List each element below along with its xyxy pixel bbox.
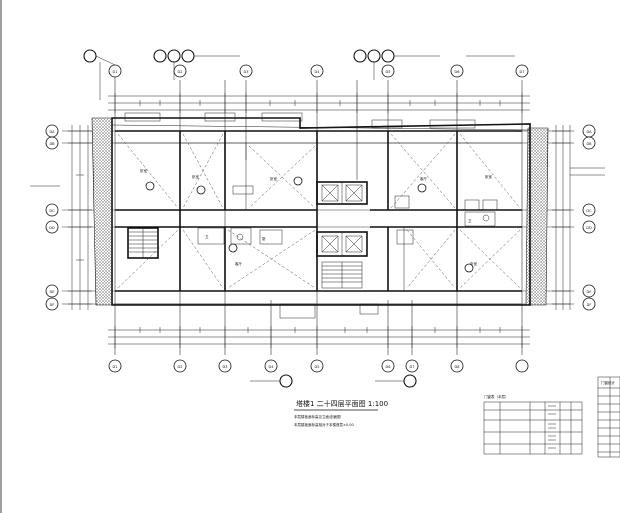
room-label: 客厅 <box>235 261 242 266</box>
drawing-note-1: 本层楼板面标高见立面/剖面图 <box>294 414 341 419</box>
left-axis-bubbles: DA DB DC DD DE DF <box>30 124 60 311</box>
bottom-dimension-lines <box>108 326 530 348</box>
bottom-axis-bubbles: D1 D2 D3 D4 D5 D6 D7 D8 <box>108 359 529 388</box>
axis-label: D6 <box>455 70 460 74</box>
axis-bubble-top <box>381 64 395 78</box>
right-table-title: 门窗统计 <box>601 380 615 385</box>
axis-label: DF <box>50 303 55 307</box>
axis-label: DF <box>587 303 592 307</box>
detail-bubble <box>181 49 195 63</box>
right-edge-table: 门窗统计 <box>597 376 620 458</box>
detail-bubble <box>167 49 181 63</box>
detail-bubble <box>83 49 97 63</box>
room-label: 卫 <box>205 235 209 239</box>
detail-bubble <box>279 374 293 388</box>
right-axis-bubbles: DA DB DC DD DE DF <box>582 124 596 311</box>
room-labels: 卧室 卧室 卧室 客厅 客厅 卧室 卧室 卫 厨 卫 <box>140 168 493 266</box>
axis-label: D1 <box>113 365 118 369</box>
horizontal-grid-lines <box>62 130 570 305</box>
top-axis-bubbles: D1 D2 D3 D4 D5 D6 D7 <box>83 49 529 100</box>
room-diagonals <box>117 133 521 289</box>
left-facade-wall <box>91 117 113 306</box>
drawing-note-2: 本层楼板面标高相对于本楼首层±0.00 <box>294 422 354 427</box>
drawing-title: 塔楼1 二十四层平面图 1:100 <box>296 399 388 408</box>
axis-label: DD <box>49 226 55 230</box>
left-stair <box>127 227 159 259</box>
axis-bubble-top <box>515 64 529 78</box>
detail-bubble <box>367 49 381 63</box>
axis-bubble-top <box>239 64 253 78</box>
axis-label: D8 <box>455 365 460 369</box>
left-dimension-lines <box>68 125 92 310</box>
core-elevators <box>316 181 368 289</box>
axis-label: DA <box>49 130 55 134</box>
axis-label: D7 <box>410 365 415 369</box>
axis-label: DC <box>586 209 592 213</box>
room-markers <box>145 176 474 273</box>
axis-bubble-top <box>310 64 324 78</box>
axis-label: DA <box>586 130 592 134</box>
top-dimension-lines <box>108 93 530 113</box>
room-label: 卧室 <box>192 174 199 179</box>
axis-label: D3 <box>223 365 228 369</box>
drawing-title-block: 塔楼1 二十四层平面图 1:100 本层楼板面标高见立面/剖面图 本层楼板面标高… <box>294 399 388 427</box>
axis-label: DE <box>587 290 592 294</box>
vertical-grid-lines <box>114 80 523 355</box>
axis-label: D5 <box>386 70 391 74</box>
axis-label: D6 <box>386 365 391 369</box>
axis-bubble-top <box>450 64 464 78</box>
axis-label: D3 <box>244 70 249 74</box>
right-facade-wall <box>525 127 549 306</box>
detail-bubble <box>403 374 417 388</box>
axis-label: D1 <box>113 70 118 74</box>
bathroom-fixtures <box>197 185 498 245</box>
axis-label: D5 <box>315 365 320 369</box>
room-label: 卧室 <box>270 176 278 181</box>
room-label: 厨 <box>262 236 266 241</box>
axis-label: DD <box>586 226 592 230</box>
axis-label: D7 <box>520 70 525 74</box>
right-dimension-lines <box>552 125 605 310</box>
schedule-table: 门窗表（本层） <box>483 394 583 455</box>
axis-label: D4 <box>269 365 275 369</box>
axis-label: DB <box>49 142 55 146</box>
building-outline <box>111 112 531 319</box>
axis-label: D2 <box>178 365 183 369</box>
room-label: 卧室 <box>485 174 493 179</box>
table-title: 门窗表（本层） <box>484 394 509 399</box>
room-label: 卫 <box>468 219 472 223</box>
detail-bubble <box>381 49 395 63</box>
interior-walls <box>115 131 522 291</box>
room-label: 卧室 <box>140 168 147 173</box>
detail-bubble <box>353 49 367 63</box>
axis-label: DC <box>49 209 55 213</box>
axis-label: D2 <box>178 70 183 74</box>
axis-label: D4 <box>315 70 321 74</box>
room-label: 卧室 <box>470 261 478 266</box>
axis-label: DB <box>586 142 592 146</box>
detail-bubble <box>153 49 167 63</box>
room-label: 客厅 <box>420 176 428 181</box>
axis-label: DE <box>50 290 55 294</box>
